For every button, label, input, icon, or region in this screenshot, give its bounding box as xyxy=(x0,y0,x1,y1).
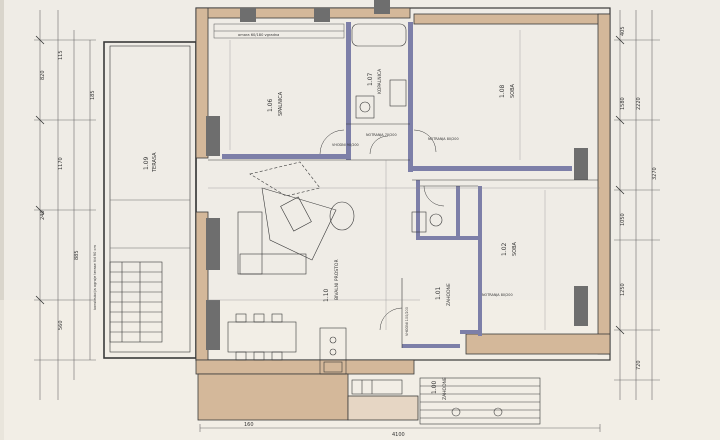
door-tag-spalnica: VHODNI 90/200 xyxy=(332,143,359,147)
room-name-soba-top: SOBA xyxy=(510,83,516,98)
grid-lines xyxy=(208,30,600,330)
right-dim-3: 1050 xyxy=(620,213,626,226)
bottom-dimension: 160 4100 xyxy=(199,422,601,438)
left-dim-5: 560 xyxy=(58,320,64,330)
right-dim-7: 2220 xyxy=(636,97,642,110)
room-number-vetrolov: 1.00 xyxy=(431,380,438,394)
terrace-note: konstrukcija ograje terase Vd 90 cm xyxy=(93,245,97,310)
door-tags: VHODNI 90/200 NOTRANJA 70/200 NOTRANJA 8… xyxy=(332,133,513,336)
right-dim-5: 1250 xyxy=(620,283,626,296)
interior-wall-outlines xyxy=(208,123,598,361)
room-labels: 1.06 SPALNICA 1.07 KOPALNICA 1.08 SOBA 1… xyxy=(267,68,518,400)
bottom-dim-1: 160 xyxy=(244,422,254,428)
door-swings xyxy=(319,129,445,331)
living-furniture xyxy=(237,161,355,275)
door-tag-soba-top: NOTRANJA 80/200 xyxy=(428,137,459,141)
room-name-soba-mid: SOBA xyxy=(512,241,518,256)
terrace-stairs xyxy=(109,261,163,343)
right-dim-4: 3270 xyxy=(652,167,658,180)
right-dimension-lines xyxy=(614,10,660,400)
left-dimension-labels: 820 115 1170 885 560 185 240 xyxy=(40,50,96,330)
right-dim-1: 405 xyxy=(620,26,626,36)
wardrobe-note: omara 60/180 vgradna xyxy=(238,33,279,37)
left-dimension-lines xyxy=(34,10,96,400)
left-dim-6: 185 xyxy=(90,90,96,100)
dining-table xyxy=(227,313,297,361)
left-dim-2: 115 xyxy=(58,50,64,60)
bathroom-fixtures xyxy=(351,23,443,233)
wardrobe: omara 60/180 vgradna xyxy=(213,23,345,39)
left-dim-1: 820 xyxy=(40,70,46,80)
left-dim-7: 240 xyxy=(40,210,46,220)
left-dim-3: 1170 xyxy=(58,157,64,170)
room-number-hodnik: 1.01 xyxy=(435,286,442,300)
room-name-kopalnica: KOPALNICA xyxy=(377,68,383,94)
room-name-vetrolov: ZAHODNE xyxy=(442,377,448,400)
bottom-dim-2: 4100 xyxy=(392,432,405,438)
dimension-ticks xyxy=(35,35,625,335)
room-number-soba-top: 1.08 xyxy=(499,84,506,98)
door-tag-kopalnica: NOTRANJA 70/200 xyxy=(366,133,397,137)
room-number-soba-mid: 1.02 xyxy=(501,242,508,256)
room-number-dnevna: 1.10 xyxy=(323,288,330,302)
interior-walls xyxy=(222,22,572,348)
room-name-dnevna: BIVALNI PROSTOR xyxy=(334,259,340,300)
room-name-hodnik: ZAHODNE xyxy=(446,283,452,306)
outer-walls xyxy=(195,7,611,421)
right-dim-2: 1580 xyxy=(620,97,626,110)
entry-stairs xyxy=(419,377,541,425)
kitchen xyxy=(319,327,403,395)
right-dim-6: 720 xyxy=(636,360,642,370)
door-tag-soba-mid: NOTRANJA 80/200 xyxy=(482,293,513,297)
room-name-spalnica: SPALNICA xyxy=(278,91,284,116)
room-name-terasa: TERASA xyxy=(152,152,158,173)
left-dim-4: 885 xyxy=(74,250,80,260)
door-tag-hodnik: VHODNI 100/200 xyxy=(405,307,409,336)
room-number-spalnica: 1.06 xyxy=(267,98,274,112)
room-number-terasa: 1.09 xyxy=(143,156,150,170)
terrace: 1.09 TERASA konstrukcija ograje terase V… xyxy=(93,41,197,359)
pillars xyxy=(206,0,588,350)
room-number-kopalnica: 1.07 xyxy=(367,72,374,86)
right-dimension-labels: 405 1580 1050 3270 1250 720 2220 xyxy=(620,26,658,370)
